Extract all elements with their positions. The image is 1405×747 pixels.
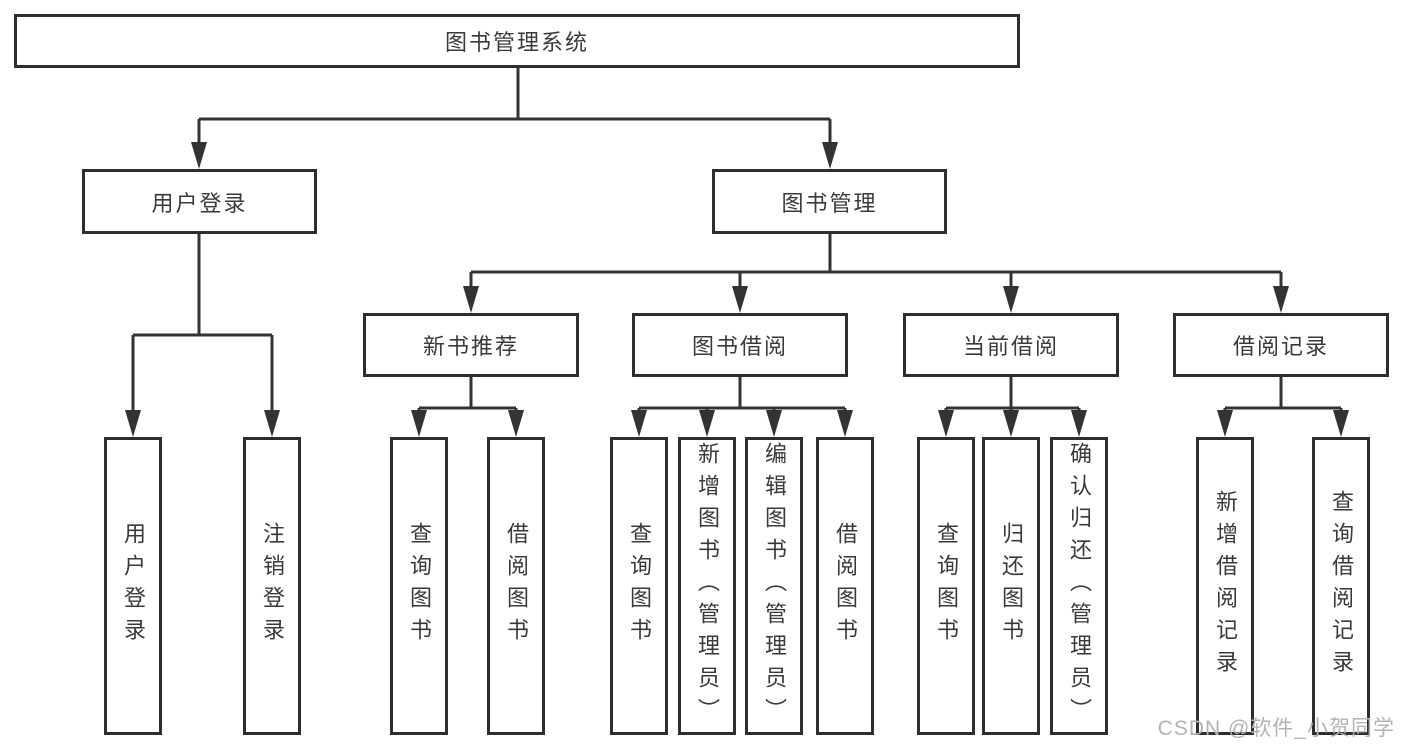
leaf-query-books-current-label: 查询图书 bbox=[934, 522, 959, 650]
leaf-logout-login-label: 注销登录 bbox=[260, 522, 285, 650]
arrowhead-icon bbox=[411, 410, 427, 437]
leaf-confirm-return-admin: 确认归还（管理员） bbox=[1050, 437, 1108, 735]
leaf-confirm-return-admin-label: 确认归还（管理员） bbox=[1067, 442, 1092, 730]
leaf-borrow-books-recommend-label: 借阅图书 bbox=[504, 522, 529, 650]
leaf-borrow-books-borrowing: 借阅图书 bbox=[816, 437, 874, 735]
arrowhead-icon bbox=[822, 142, 838, 169]
arrowhead-icon bbox=[463, 286, 479, 313]
leaf-query-books-borrowing-label: 查询图书 bbox=[627, 522, 652, 650]
node-user-login: 用户登录 bbox=[82, 169, 317, 234]
arrowhead-icon bbox=[1333, 410, 1349, 437]
arrowhead-icon bbox=[1003, 410, 1019, 437]
arrowhead-icon bbox=[1003, 286, 1019, 313]
arrowhead-icon bbox=[732, 286, 748, 313]
leaf-logout-login: 注销登录 bbox=[243, 437, 301, 735]
node-current-borrowing-label: 当前借阅 bbox=[962, 334, 1059, 359]
arrowhead-icon bbox=[631, 410, 647, 437]
node-root: 图书管理系统 bbox=[14, 14, 1020, 68]
node-new-book-recommend-label: 新书推荐 bbox=[422, 334, 519, 359]
arrowhead-icon bbox=[938, 410, 954, 437]
node-book-borrowing: 图书借阅 bbox=[632, 313, 848, 377]
node-root-label: 图书管理系统 bbox=[444, 30, 589, 55]
node-book-management-label: 图书管理 bbox=[781, 190, 878, 216]
arrowhead-icon bbox=[1217, 410, 1233, 437]
arrowhead-icon bbox=[508, 410, 524, 437]
leaf-edit-books-admin-label: 编辑图书（管理员） bbox=[762, 442, 787, 730]
node-book-management: 图书管理 bbox=[712, 169, 947, 234]
leaf-return-books-label: 归还图书 bbox=[999, 522, 1024, 650]
leaf-query-borrow-record-label: 查询借阅记录 bbox=[1329, 490, 1354, 682]
leaf-add-borrow-record-label: 新增借阅记录 bbox=[1213, 490, 1238, 682]
leaf-return-books: 归还图书 bbox=[982, 437, 1040, 735]
leaf-borrow-books-recommend: 借阅图书 bbox=[487, 437, 545, 735]
leaf-add-books-admin-label: 新增图书（管理员） bbox=[695, 442, 720, 730]
arrowhead-icon bbox=[191, 142, 207, 169]
arrowhead-icon bbox=[264, 410, 280, 437]
leaf-borrow-books-borrowing-label: 借阅图书 bbox=[833, 522, 858, 650]
leaf-query-books-borrowing: 查询图书 bbox=[610, 437, 668, 735]
leaf-user-login-label: 用户登录 bbox=[121, 522, 146, 650]
arrowhead-icon bbox=[766, 410, 782, 437]
leaf-user-login: 用户登录 bbox=[104, 437, 162, 735]
leaf-query-books-recommend: 查询图书 bbox=[390, 437, 448, 735]
arrowheads bbox=[125, 142, 1349, 437]
leaf-query-borrow-record: 查询借阅记录 bbox=[1312, 437, 1370, 735]
arrowhead-icon bbox=[1071, 410, 1087, 437]
leaf-query-books-recommend-label: 查询图书 bbox=[407, 522, 432, 650]
leaf-query-books-current: 查询图书 bbox=[917, 437, 975, 735]
node-borrowing-records-label: 借阅记录 bbox=[1232, 334, 1329, 359]
csdn-watermark: CSDN @软件_小贺同学 bbox=[1157, 717, 1395, 740]
node-user-login-label: 用户登录 bbox=[151, 190, 248, 216]
leaf-add-borrow-record: 新增借阅记录 bbox=[1196, 437, 1254, 735]
arrowhead-icon bbox=[699, 410, 715, 437]
leaf-add-books-admin: 新增图书（管理员） bbox=[678, 437, 736, 735]
node-new-book-recommend: 新书推荐 bbox=[363, 313, 579, 377]
arrowhead-icon bbox=[837, 410, 853, 437]
leaf-edit-books-admin: 编辑图书（管理员） bbox=[745, 437, 803, 735]
node-current-borrowing: 当前借阅 bbox=[903, 313, 1119, 377]
arrowhead-icon bbox=[125, 410, 141, 437]
arrowhead-icon bbox=[1273, 286, 1289, 313]
node-borrowing-records: 借阅记录 bbox=[1173, 313, 1389, 377]
node-book-borrowing-label: 图书借阅 bbox=[691, 334, 788, 359]
